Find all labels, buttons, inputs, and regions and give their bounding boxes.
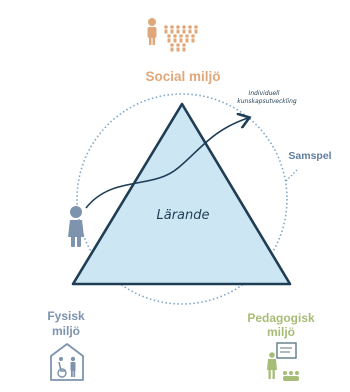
pedagogical-environment-label: Pedagogisk (247, 311, 315, 325)
individual-development-label: Individuell (249, 90, 280, 97)
learning-triangle (71, 102, 292, 286)
interaction-label: Samspel (288, 150, 331, 162)
pedagogical-environment-label-line2: miljö (267, 325, 295, 339)
development-arrow (85, 118, 248, 209)
physical-environment-label: Fysisk (47, 309, 85, 323)
center-label: Lärande (156, 208, 209, 223)
accessible-house-icon (50, 343, 84, 381)
social-environment-label: Social miljö (145, 69, 220, 84)
child-figure-icon (68, 206, 84, 247)
teacher-with-board-icon (267, 342, 299, 381)
group-of-people-icon (147, 18, 198, 52)
interaction-circle (76, 93, 288, 305)
physical-environment-label-line2: miljö (52, 324, 80, 338)
individual-development-label-line2: kunskapsutveckling (237, 98, 297, 105)
interaction-pointer (285, 169, 298, 182)
